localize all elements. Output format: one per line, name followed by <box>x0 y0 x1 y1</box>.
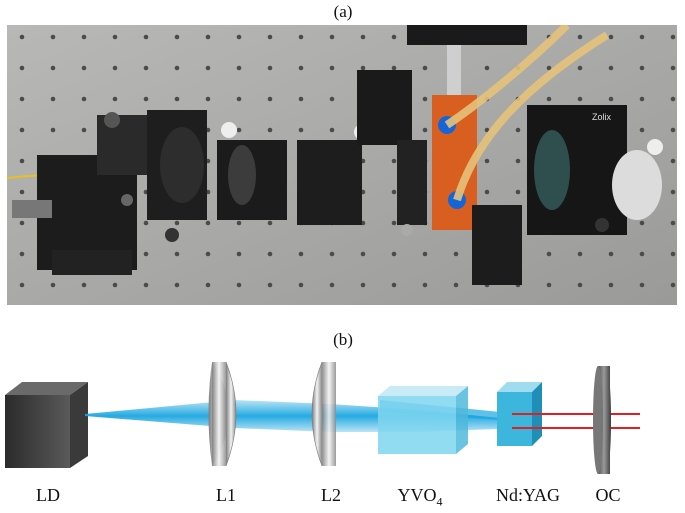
label-yvo4: YVO4 <box>370 485 470 510</box>
schematic-diagram <box>5 361 640 474</box>
label-l2: L2 <box>321 485 341 505</box>
zolix-logo: Zolix <box>592 112 612 122</box>
l1-lens <box>208 361 237 467</box>
l1-mount <box>147 110 207 242</box>
yvo4-crystal <box>378 386 468 454</box>
label-yvo4-sub: 4 <box>436 494 443 509</box>
cooling-tube <box>444 25 570 129</box>
label-ld: LD <box>36 485 60 505</box>
l2-lens <box>311 361 336 467</box>
yvo4-mount <box>397 140 427 236</box>
label-yvo4-text: YVO <box>397 485 437 505</box>
oc-mirror <box>593 366 611 474</box>
ld-mount <box>12 112 152 275</box>
cooling-tube <box>453 31 610 202</box>
label-l1: L1 <box>216 485 236 505</box>
panel-label-a: (a) <box>333 2 353 21</box>
experimental-setup-photo: Zolix <box>7 25 677 305</box>
panel-label-b: (b) <box>333 330 353 349</box>
ld-block <box>5 382 88 468</box>
lens-mounts <box>217 70 412 225</box>
label-oc: OC <box>595 485 621 505</box>
label-ndyag: Nd:YAG <box>495 485 560 505</box>
oc-mount <box>527 105 663 235</box>
